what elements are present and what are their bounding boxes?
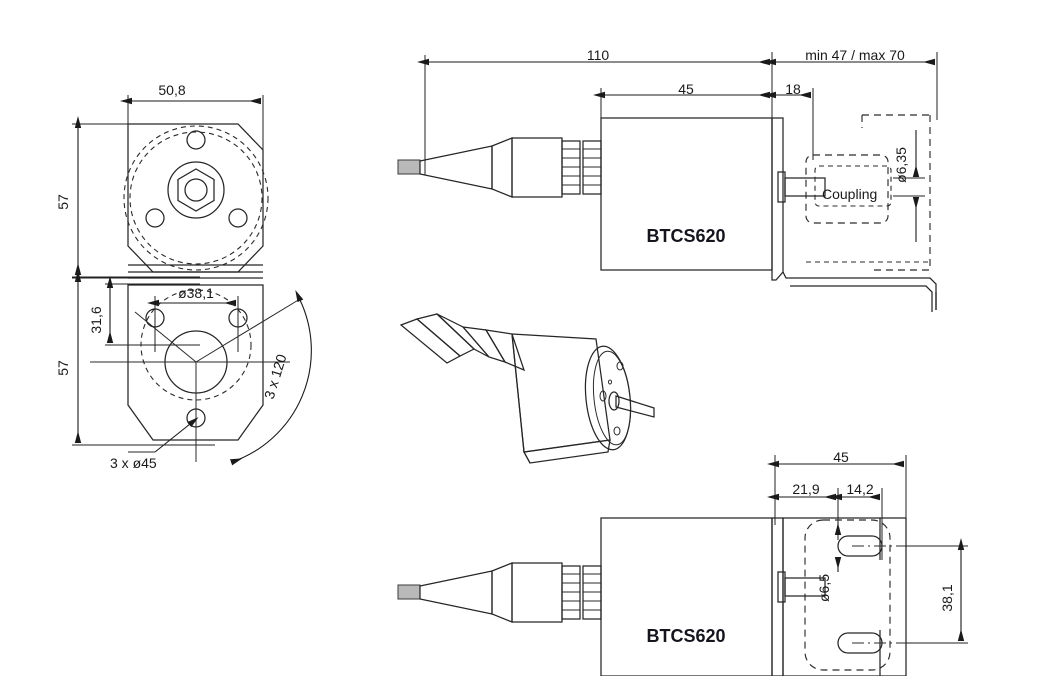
iso-cable-taper [415, 313, 476, 357]
bracket-profile [782, 271, 937, 310]
dim-label-width: 50,8 [158, 82, 185, 98]
motor-end-plate [771, 117, 784, 281]
iso-face-dot [608, 379, 612, 385]
flange-outline [127, 123, 264, 273]
mounting-hole [145, 308, 165, 328]
cable-tip [397, 159, 421, 175]
dim-label-total-length: 110 [587, 47, 610, 63]
iso-body-left-edge [511, 333, 531, 464]
hidden-body-circle [123, 125, 269, 271]
dim-label-slot-offset-1: 21,9 [792, 481, 819, 497]
motor-body [600, 117, 773, 271]
shaft-boss [777, 171, 786, 203]
knurl-lines [562, 148, 601, 186]
hub-outer-circle [167, 161, 225, 219]
iso-cable-seg3 [484, 329, 526, 372]
dim-label-bolt-circle: ø38,1 [178, 285, 214, 301]
dim-label-body-length: 45 [678, 81, 694, 97]
shaft-bore-circle [184, 178, 208, 202]
mounting-hole [186, 130, 206, 150]
dim-label-height-bottom: 57 [55, 360, 71, 376]
angle-leader [195, 298, 301, 363]
dim-label-angular: 3 x 120 [261, 352, 290, 401]
dim-label-bracket-width: 45 [833, 449, 849, 465]
cable-transition [491, 137, 513, 198]
dim-label-bracket-height: 38,1 [939, 584, 955, 611]
mounting-hole [145, 208, 165, 228]
iso-end-cap [584, 345, 632, 451]
dim-label-hole-height: 31,6 [88, 306, 104, 333]
bracket-profile-inner [790, 285, 933, 312]
bracket-dashed-outline [872, 115, 931, 271]
iso-face-hole [616, 361, 624, 371]
dim-label-hole-spec: 3 x ø45 [110, 455, 157, 471]
dim-label-height-top: 57 [55, 194, 71, 210]
coupling-inner-envelope [814, 165, 892, 207]
cable-body [511, 137, 563, 198]
iso-end-cap-inner [592, 350, 632, 446]
dim-label-slot-offset-2: 14,2 [846, 481, 873, 497]
front-face-view [72, 95, 269, 279]
cable-taper-bottom [419, 570, 493, 615]
hole-spec-leader [154, 417, 199, 453]
dim-label-shaft-diameter: ø6,35 [893, 147, 909, 183]
knurl-lines-bottom [562, 573, 601, 611]
hidden-body-circle-inner [129, 131, 263, 265]
coupling-label: Coupling [822, 186, 877, 202]
dim-label-slot-width: ø6,5 [816, 574, 832, 602]
cable-body-bottom [511, 562, 563, 623]
cable-tip-bottom [397, 584, 421, 600]
cable-transition-bottom [491, 562, 513, 623]
dim-label-flange-offset: 18 [785, 81, 801, 97]
isometric-motor-render [399, 313, 655, 464]
iso-cable-tip [399, 318, 462, 364]
iso-face-hole [613, 426, 621, 436]
cable-taper [419, 145, 493, 190]
hex-socket [177, 168, 215, 212]
iso-output-shaft [615, 395, 655, 418]
angular-dim-arc [230, 290, 312, 466]
side-elevation-with-slots: 45 21,9 14,2 ø6,5 38,1 BTCS620 [397, 449, 968, 676]
motor-end-plate-bottom [771, 517, 784, 676]
motor-model-label-top: BTCS620 [646, 226, 725, 246]
motor-model-label-bottom: BTCS620 [646, 626, 725, 646]
iso-shaft-base [608, 391, 620, 411]
shaft-boss-bottom [777, 571, 786, 603]
motor-body-bottom [600, 517, 773, 676]
iso-cable-seg1 [436, 313, 490, 358]
bracket-plate [782, 517, 907, 676]
iso-body-bottom [523, 439, 611, 464]
mounting-hole [228, 208, 248, 228]
coupling-envelope-bottom [804, 519, 891, 671]
angle-leader [134, 311, 197, 363]
side-elevation-with-bracket: 110 min 47 / max 70 45 18 ø6,35 BTCS620 … [397, 47, 938, 312]
dim-label-bracket-range: min 47 / max 70 [805, 47, 905, 63]
output-shaft [784, 177, 826, 197]
iso-face-hole [599, 390, 607, 402]
